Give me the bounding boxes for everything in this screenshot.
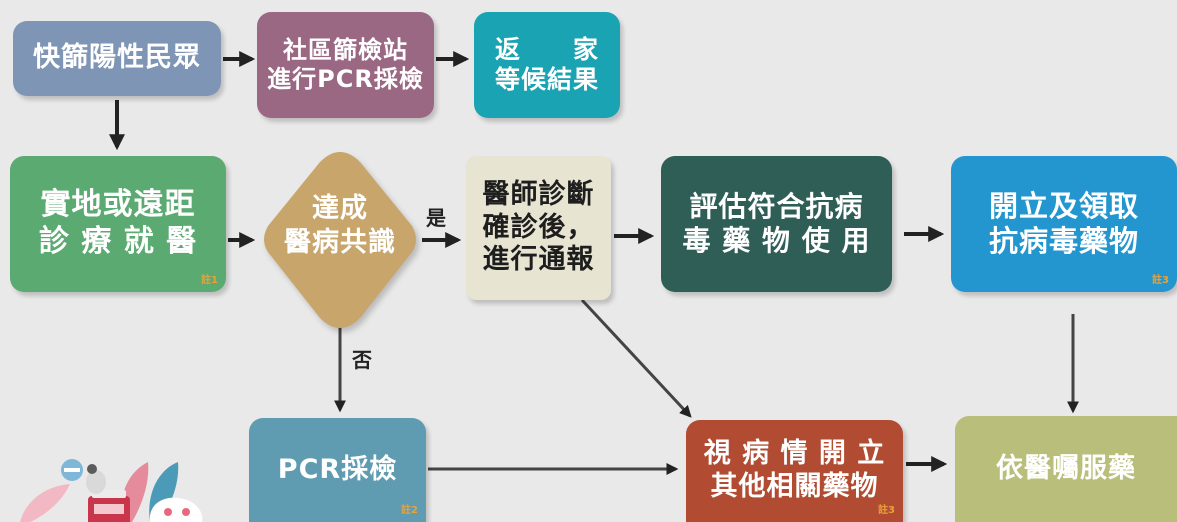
ghost-character-icon xyxy=(149,497,203,522)
doctor-diagnosis-report-node: 醫師診斷 確診後， 進行通報 xyxy=(466,156,611,300)
node-label-line1: 開立及領取 xyxy=(988,188,1139,223)
edge-label-yes: 是 xyxy=(426,206,446,230)
footnote-marker: 註3 xyxy=(878,504,895,516)
node-label: 依醫囑服藥 xyxy=(996,452,1136,484)
prescribe-antiviral-node: 開立及領取 抗病毒藥物 註3 xyxy=(951,156,1177,292)
go-home-wait-node: 返 家 等候結果 xyxy=(474,12,620,118)
take-meds-as-prescribed-node: 依醫囑服藥 xyxy=(955,416,1177,522)
node-label-line1: 返 家 xyxy=(494,34,599,64)
node-label-line1: 社區篩檢站 xyxy=(283,35,408,64)
node-label-line1: 視 病 情 開 立 xyxy=(703,438,886,470)
evaluate-antiviral-eligibility-node: 評估符合抗病 毒 藥 物 使 用 xyxy=(661,156,892,292)
node-label-line2: 進行PCR採檢 xyxy=(267,65,424,93)
edge-label-no: 否 xyxy=(352,348,372,372)
node-label-line3: 進行通報 xyxy=(482,244,595,276)
node-label-line1: 醫師診斷 xyxy=(482,178,595,210)
node-label-line1: 實地或遠距 xyxy=(40,187,196,223)
medicine-bottle-icon xyxy=(88,490,130,522)
node-label-line2: 確診後， xyxy=(482,211,595,243)
community-screening-station-node: 社區篩檢站 進行PCR採檢 xyxy=(257,12,434,118)
node-label-line2: 等候結果 xyxy=(494,65,599,94)
other-related-meds-node: 視 病 情 開 立 其他相關藥物 註3 xyxy=(686,420,903,522)
arrow-diagnosis-to-other-meds xyxy=(580,298,692,418)
consensus-decision-label: 達成 醫病共識 xyxy=(262,192,418,260)
footnote-marker: 註2 xyxy=(401,504,418,516)
in-person-or-remote-consult-node: 實地或遠距 診 療 就 醫 註1 xyxy=(10,156,226,292)
node-label-line2: 抗病毒藥物 xyxy=(988,224,1139,258)
node-label-line1: 評估符合抗病 xyxy=(689,189,864,223)
decision-label-line2: 醫病共識 xyxy=(284,226,396,258)
figure-icon xyxy=(86,464,106,494)
node-label: PCR採檢 xyxy=(277,453,398,485)
node-label: 快篩陽性民眾 xyxy=(33,42,201,74)
pcr-test-node: PCR採檢 註2 xyxy=(249,418,426,522)
footnote-marker: 註1 xyxy=(201,274,218,286)
footnote-marker: 註3 xyxy=(1152,274,1169,286)
decision-label-line1: 達成 xyxy=(312,193,368,224)
node-label-line2: 其他相關藥物 xyxy=(710,471,879,502)
node-label-line2: 診 療 就 醫 xyxy=(38,224,198,259)
rapid-test-positive-node: 快篩陽性民眾 xyxy=(13,21,221,96)
node-label-line2: 毒 藥 物 使 用 xyxy=(682,224,871,257)
pill-icon xyxy=(61,459,83,481)
